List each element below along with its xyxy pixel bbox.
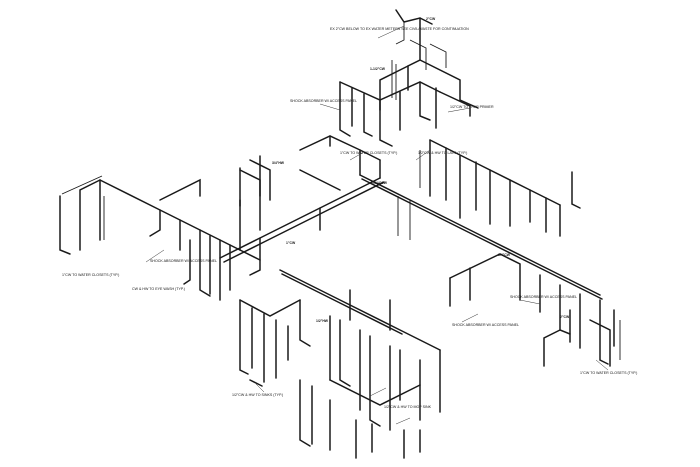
note-service-entry: EX 2"CW BELOW TO EX WATER METERS SEE CIV… (330, 27, 469, 31)
tag-size-1: 2"CW (426, 17, 436, 21)
note-lavs-upper: 1/2"CW & HW TO LAVS (TYP.) (418, 151, 467, 155)
tag-size-2: 1-1/2"CW (370, 67, 386, 71)
tag-size-6: 3/4"CW (498, 253, 511, 257)
note-shock-absorber-lower: SHOCK ABSORBER W/ ACCESS PANEL (452, 323, 519, 327)
main-trunk (299, 135, 603, 300)
note-water-closets-right: 1"CW TO WATER CLOSETS (TYP.) (580, 371, 637, 375)
leader-lines (145, 25, 609, 425)
tag-size-3: 1-1/4"CW (372, 181, 388, 185)
right-wing (449, 253, 621, 367)
tag-size-4: 3/4"HW (272, 161, 285, 165)
note-water-closets-upper: 1"CW TO WATER CLOSETS (TYP.) (340, 151, 397, 155)
note-eyewash-left: CW & HW TO EYE WASH (TYP.) (132, 287, 185, 291)
note-water-closets-left: 1"CW TO WATER CLOSETS (TYP.) (62, 273, 119, 277)
left-wing (59, 169, 261, 301)
note-shock-absorber-right: SHOCK ABSORBER W/ ACCESS PANEL (510, 295, 577, 299)
drawing-notes: EX 2"CW BELOW TO EX WATER METERS SEE CIV… (62, 27, 637, 409)
mid-left-risers (239, 155, 271, 207)
note-shock-absorber-left: SHOCK ABSORBER W/ ACCESS PANEL (150, 259, 217, 263)
pipe-size-tags: 2"CW 1-1/2"CW 1-1/4"CW 3/4"HW 1"CW 3/4"C… (272, 17, 570, 323)
tag-size-5: 1"CW (286, 241, 296, 245)
note-sinks-lower-left: 1/2"CW & HW TO SINKS (TYP.) (232, 393, 283, 397)
tag-size-7: 1/2"HW (316, 319, 329, 323)
lower-left-branch (239, 299, 301, 387)
cross-trunk (219, 169, 385, 276)
tag-size-8: 2"CW (560, 315, 570, 319)
note-mop-sink: 1/2"CW & HW TO MOP SINK (384, 405, 432, 409)
lower-branch (279, 269, 441, 459)
note-trap-primer: 1/2"CW TO TRAP PRIMER (450, 105, 494, 109)
center-right-risers (397, 139, 581, 240)
service-entry-riser (379, 9, 479, 111)
note-shock-absorber-upper: SHOCK ABSORBER W/ ACCESS PANEL (290, 99, 357, 103)
upper-branch (339, 39, 471, 147)
